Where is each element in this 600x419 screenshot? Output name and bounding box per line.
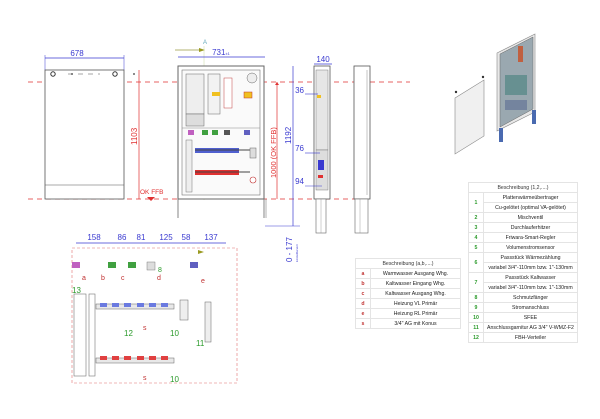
rear-side-view	[353, 65, 371, 234]
connection-a	[72, 262, 80, 268]
connection-letter: d	[157, 275, 161, 282]
door-lock-icon	[50, 71, 56, 77]
door-height-label: 1103	[130, 127, 139, 145]
part-number: 12	[124, 329, 133, 338]
top-dim-label: 58	[182, 233, 191, 242]
door-panel	[44, 69, 125, 200]
adjust-range-label: 0 - 177	[285, 237, 294, 262]
top-view: 158 86 81 125 58 137 a b c d e 13	[71, 233, 238, 384]
connection-letter: e	[201, 278, 205, 285]
door-lock-icon	[112, 71, 118, 77]
top-dim-label: 125	[159, 233, 173, 242]
section-arrow-icon	[199, 48, 205, 52]
iso-door	[454, 79, 485, 155]
manifold-front	[185, 139, 257, 193]
part-letter: s	[143, 375, 147, 382]
side-dim-label: 94	[295, 177, 304, 186]
side-view: 140 36 76 94	[295, 55, 332, 234]
legend-letters-header: Beschreibung (a,b,....)	[355, 258, 461, 269]
controller-icon	[246, 72, 258, 84]
part-number: 10	[170, 329, 179, 338]
part-number: 11	[196, 339, 205, 348]
section-marker-label: A	[203, 40, 207, 46]
heat-exchanger	[185, 73, 205, 115]
connection-b	[108, 262, 116, 268]
connection-e	[190, 262, 198, 268]
top-dim-label: 81	[137, 233, 146, 242]
floor-label: OK FFB	[140, 189, 163, 196]
top-dim-label: 86	[118, 233, 127, 242]
front-door-view: 678 1103 OK FFB	[44, 49, 163, 201]
connection-d	[146, 261, 156, 271]
front-open-view: A 731±1	[175, 40, 300, 262]
connection-letter: a	[82, 275, 86, 282]
depth-label: 140	[316, 55, 330, 64]
part-number: 8	[158, 267, 162, 274]
top-dim-label: 137	[204, 233, 218, 242]
connection-c	[128, 262, 136, 268]
top-dim-label: 158	[87, 233, 101, 242]
upper-connections	[188, 130, 250, 135]
floor-height-label: 1000 (OK FFB)	[269, 127, 278, 178]
total-height-label: 1192	[284, 126, 293, 144]
side-dim-label: 36	[295, 86, 304, 95]
door-width-label: 678	[70, 49, 84, 58]
adjust-range-sublabel: Einstellbereich	[295, 243, 299, 262]
part-number: 10	[170, 375, 179, 384]
isometric-view	[454, 33, 536, 155]
connection-letter: b	[101, 275, 105, 282]
cabinet-width-label: 731±1	[212, 48, 231, 57]
floor-marker-icon	[147, 197, 155, 201]
connection-letter: c	[121, 275, 125, 282]
part-number: 13	[72, 286, 81, 295]
legend-numbers-header: Beschreibung (1,2,....)	[468, 182, 578, 193]
part-letter: s	[143, 325, 147, 332]
side-dim-label: 76	[295, 144, 304, 153]
